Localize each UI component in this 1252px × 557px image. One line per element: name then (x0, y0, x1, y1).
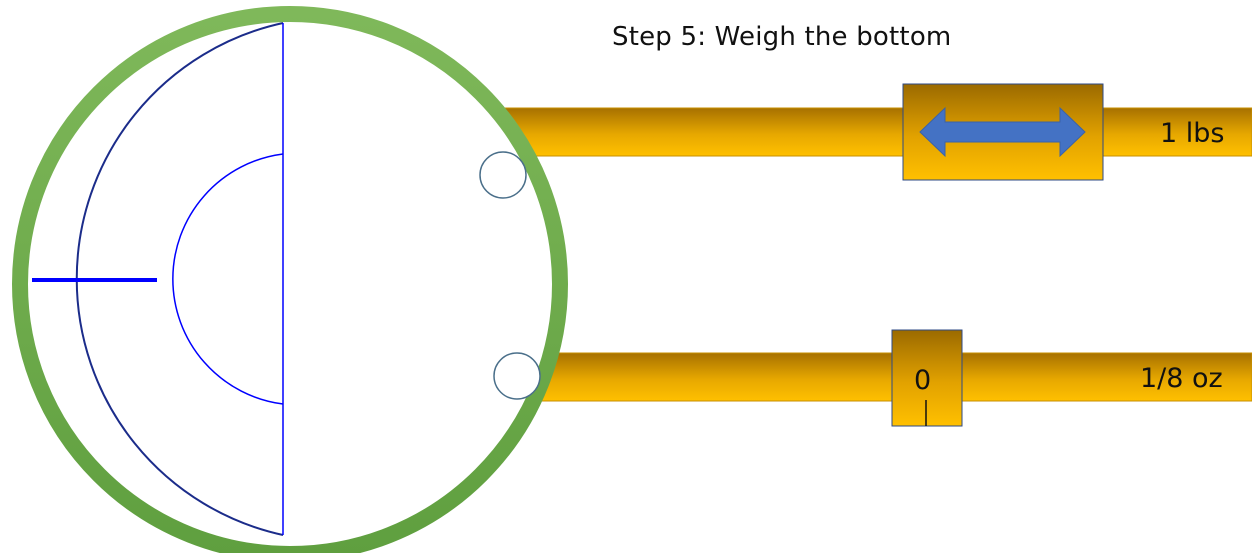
top-pivot-knob (479, 151, 527, 199)
top-beam (504, 107, 1252, 157)
inner-semicircle (172, 153, 284, 405)
bottom-beam-label: 1/8 oz (1140, 363, 1223, 394)
top-slider-weight[interactable] (902, 83, 1104, 181)
step-title: Step 5: Weigh the bottom (612, 22, 952, 52)
dial-ring (12, 6, 568, 557)
rider-value: 0 (914, 365, 932, 396)
bottom-pivot-knob (493, 352, 541, 400)
bottom-rider-weight[interactable] (891, 329, 963, 427)
top-beam-label: 1 lbs (1160, 118, 1225, 149)
scale-dial (12, 6, 568, 557)
double-arrow-icon (919, 106, 1086, 158)
